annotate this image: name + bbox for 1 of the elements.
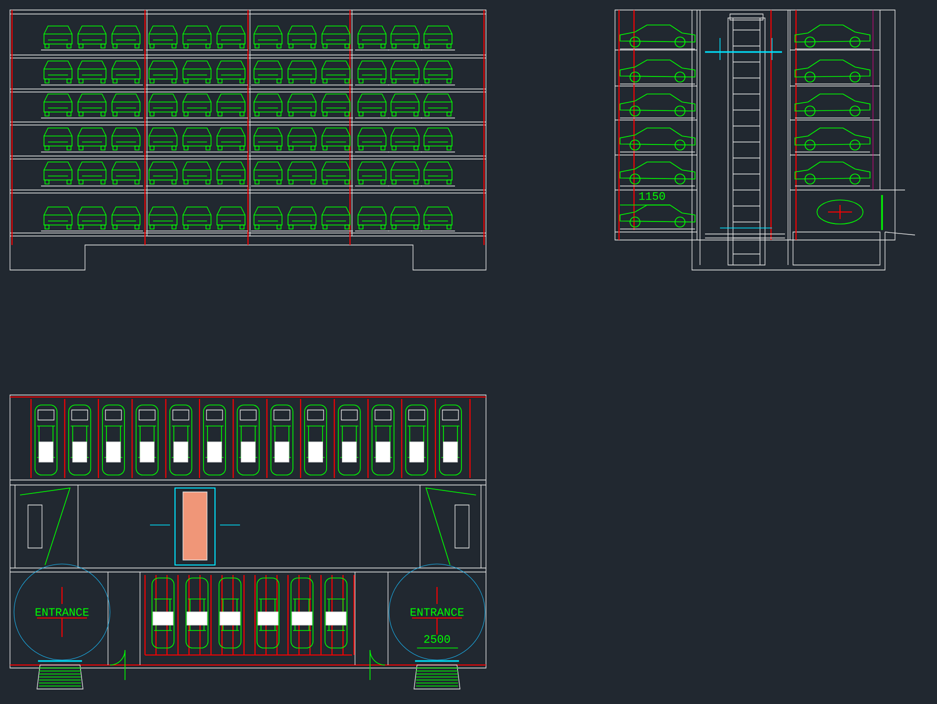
dimension-label: 2500	[422, 634, 452, 644]
